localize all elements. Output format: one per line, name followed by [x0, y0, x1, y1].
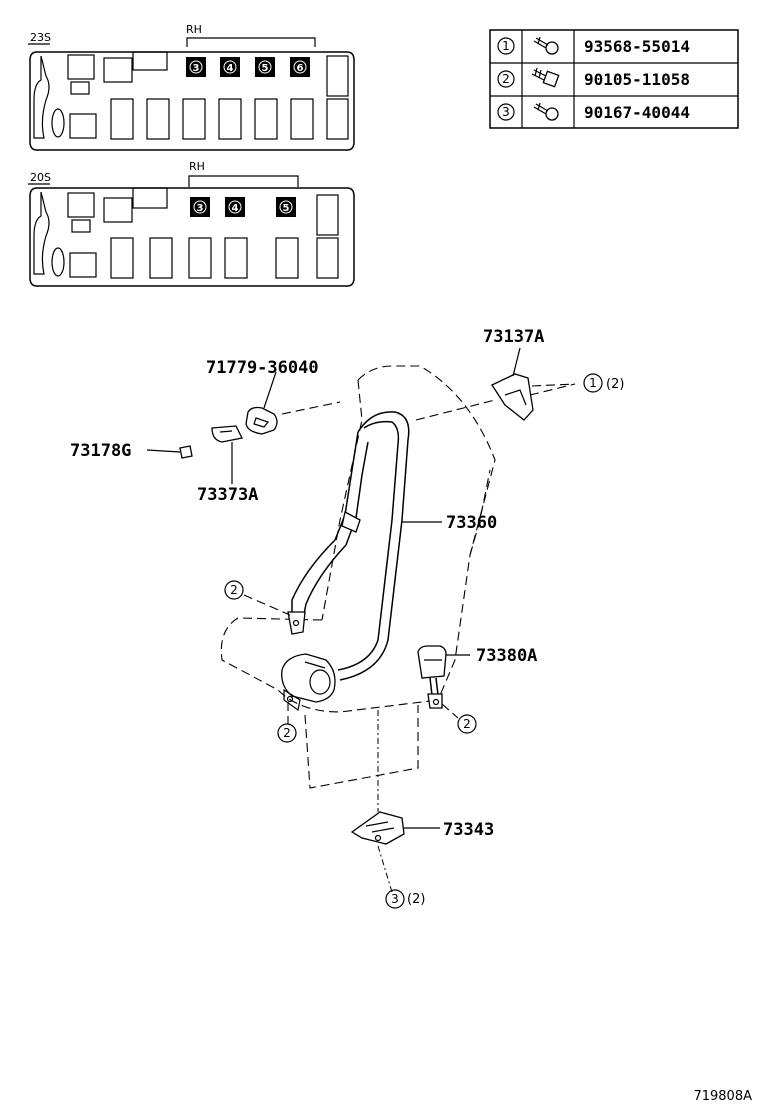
layout-23s: 23S RH 3 4 5 6 [28, 23, 355, 151]
part-label-73373a: 73373A [197, 485, 258, 505]
part-label-73137a: 73137A [483, 327, 544, 347]
seat-outline [220, 365, 496, 789]
part-label-73343: 73343 [443, 820, 494, 840]
escutcheon-71779-36040 [245, 401, 341, 435]
bolt-icon [531, 67, 560, 88]
fastener-part-number: 93568-55014 [584, 37, 690, 56]
fastener-part-number: 90167-40044 [584, 103, 690, 122]
callout-ref: 2 [463, 717, 471, 731]
buckle-73380a [417, 645, 447, 709]
seat-number: 6 [297, 63, 304, 74]
layout-23s-side-label: RH [186, 23, 202, 36]
belt-guide-73373a [211, 425, 243, 443]
callout-ref: 2 [283, 726, 291, 740]
fastener-ref: 3 [502, 105, 510, 119]
layout-20s-side-label: RH [189, 160, 205, 173]
layout-20s: 20S RH 3 4 5 [28, 160, 355, 287]
seat-number: 4 [232, 203, 239, 214]
callout-3: 3 (2) [385, 889, 425, 909]
fastener-part-number: 90105-11058 [584, 70, 690, 89]
screw-icon [533, 102, 559, 121]
callout-ref: 3 [391, 892, 399, 906]
callout-2c: 2 [457, 714, 477, 734]
callout-ref: 1 [589, 376, 597, 390]
fastener-ref: 1 [502, 39, 510, 53]
callout-qty: (2) [606, 377, 624, 392]
layout-20s-label: 20S [30, 171, 51, 184]
seat-number: 4 [227, 63, 234, 74]
belt-cover-73137a [415, 373, 576, 421]
fastener-ref: 2 [502, 72, 510, 86]
screw-icon [533, 36, 559, 55]
callout-qty: (2) [407, 892, 425, 907]
clip-73178g [179, 445, 193, 459]
seat-number: 3 [197, 203, 204, 214]
anchor-bracket-73343 [350, 710, 405, 893]
figure-id: 719808A [693, 1089, 752, 1104]
fastener-table: 1 93568-55014 2 90105-11058 3 90167-4004… [489, 29, 739, 129]
part-label-73380a: 73380A [476, 646, 537, 666]
part-label-71779-36040: 71779-36040 [206, 358, 319, 378]
callout-2a: 2 [224, 580, 244, 600]
callout-2b: 2 [277, 723, 297, 743]
part-label-73360: 73360 [446, 513, 497, 533]
layout-23s-label: 23S [30, 31, 51, 44]
seat-number: 5 [262, 63, 269, 74]
callout-1: 1 (2) [583, 373, 624, 393]
part-label-73178g: 73178G [70, 441, 131, 461]
seat-belt-assembly [281, 411, 410, 712]
callout-ref: 2 [230, 583, 238, 597]
seat-number: 5 [283, 203, 290, 214]
seat-number: 3 [193, 63, 200, 74]
leader-lines [146, 347, 521, 829]
